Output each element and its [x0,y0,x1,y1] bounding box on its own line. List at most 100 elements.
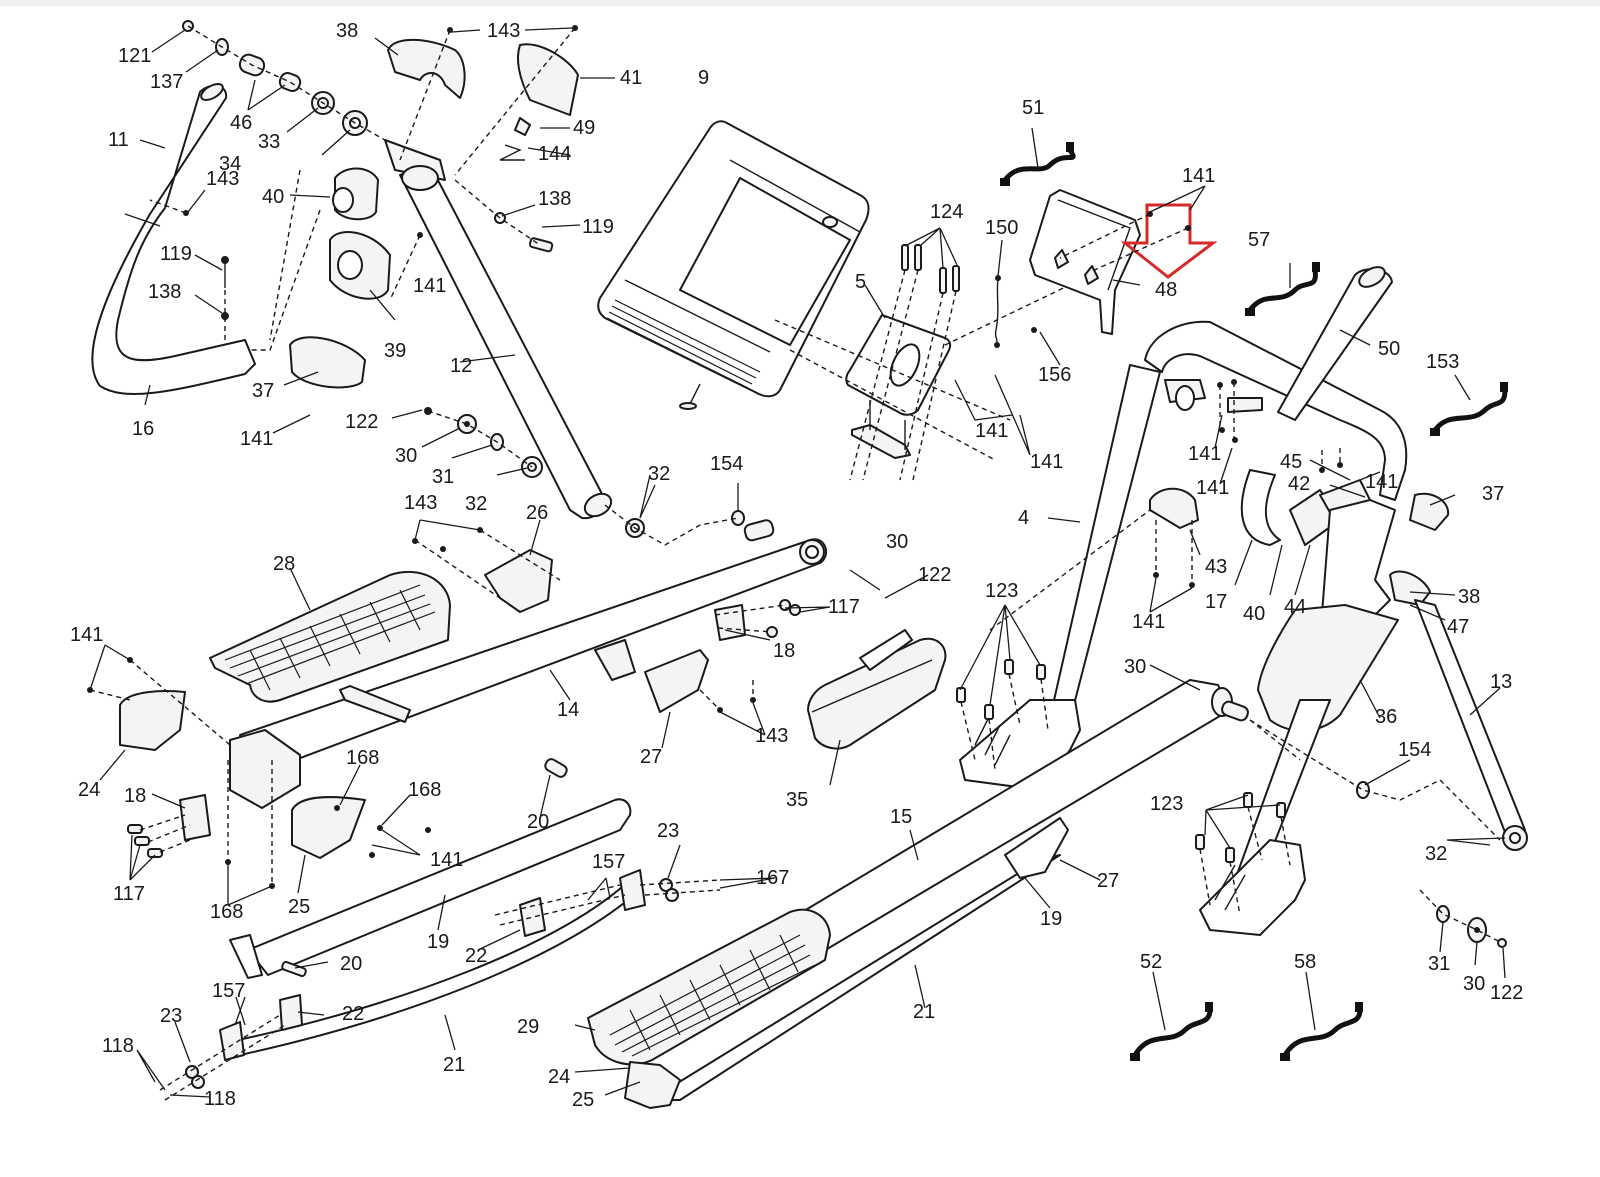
label-47: 47 [1447,616,1469,638]
label-124: 124 [930,201,963,223]
label-42: 42 [1288,473,1310,495]
label-40: 40 [1243,603,1265,625]
screws-123 [956,659,1291,916]
label-137: 137 [150,71,183,93]
label-38: 38 [1458,586,1480,608]
console-9[interactable] [597,120,870,410]
label-30: 30 [1124,656,1146,678]
label-118: 118 [204,1088,236,1110]
rear-leg-13[interactable] [1199,599,1528,936]
pedal-arm-21-right[interactable] [587,817,1069,1109]
label-119: 119 [160,243,192,265]
label-11: 11 [108,129,129,151]
cable-51[interactable] [1000,142,1076,186]
label-31: 31 [1428,953,1450,975]
label-123: 123 [985,580,1018,602]
label-21: 21 [913,1001,935,1023]
leader-lines [89,27,1506,1098]
label-138: 138 [148,281,181,303]
pedal-28-left[interactable] [209,570,451,723]
label-157: 157 [212,980,245,1002]
cable-57[interactable] [1245,262,1320,316]
label-122: 122 [918,564,951,586]
screws-141-upright [989,379,1343,631]
pivot-hardware-lower [424,407,745,546]
label-19: 19 [427,931,449,953]
label-40: 40 [262,186,284,208]
label-141: 141 [1132,611,1165,633]
label-15: 15 [890,806,912,828]
label-141: 141 [70,624,103,646]
label-22: 22 [465,945,487,967]
label-167: 167 [756,867,789,889]
label-143: 143 [487,20,520,42]
label-144: 144 [538,143,571,165]
wire-150 [944,275,1081,348]
label-45: 45 [1280,451,1302,473]
label-44: 44 [1284,596,1306,618]
label-46: 46 [230,112,252,134]
label-168: 168 [408,779,441,801]
label-117: 117 [828,596,860,618]
pivot-hardware-lower-right [1249,719,1507,948]
label-25: 25 [572,1089,594,1111]
label-24: 24 [548,1066,570,1088]
label-57: 57 [1248,229,1270,251]
upright-handlebar-50[interactable] [1277,263,1393,421]
pedal-arm-19-left[interactable] [229,757,641,1056]
label-141: 141 [1196,477,1229,499]
label-30: 30 [886,531,908,553]
label-30: 30 [395,445,417,467]
label-33: 33 [258,131,280,153]
label-36: 36 [1375,706,1397,728]
label-121: 121 [118,45,151,67]
highlight-arrow [1120,203,1218,279]
label-168: 168 [210,901,243,923]
label-31: 31 [432,466,454,488]
label-16: 16 [132,418,154,440]
label-29: 29 [517,1016,539,1038]
label-20: 20 [340,953,362,975]
label-5: 5 [855,271,866,293]
pivot-hardware-upper-left [149,20,386,345]
label-154: 154 [1398,739,1431,761]
part-labels: 121 137 38 143 41 9 46 33 11 49 34 144 1… [70,20,1523,1111]
cable-153[interactable] [1430,382,1508,436]
label-49: 49 [573,117,595,139]
label-51: 51 [1022,97,1044,119]
label-28: 28 [273,553,295,575]
label-138: 138 [538,188,571,210]
cover-35[interactable] [807,629,947,750]
label-141: 141 [1365,471,1398,493]
label-150: 150 [985,217,1018,239]
brackets-left[interactable] [119,549,746,859]
label-9: 9 [698,67,709,89]
label-19: 19 [1040,908,1062,930]
label-143: 143 [404,492,437,514]
label-24: 24 [78,779,100,801]
cable-58[interactable] [1280,1002,1363,1061]
label-48-highlighted: 48 [1155,279,1177,301]
right-pivot-assembly[interactable] [1149,469,1450,732]
label-157: 157 [592,851,625,873]
console-bracket-5[interactable] [774,244,1011,481]
label-141: 141 [1182,165,1215,187]
pedal-grate-left [224,584,436,691]
label-52: 52 [1140,951,1162,973]
label-32: 32 [648,463,670,485]
handlebar-arm[interactable] [91,81,256,395]
label-119: 119 [582,216,614,238]
label-20: 20 [527,811,549,833]
cable-52[interactable] [1130,1002,1213,1061]
label-37: 37 [1482,483,1504,505]
upper-arm-12[interactable] [384,25,615,521]
label-122: 122 [345,411,378,433]
label-27: 27 [1097,870,1119,892]
top-bar [0,0,1600,6]
label-27: 27 [640,746,662,768]
label-118: 118 [102,1035,134,1057]
label-41: 41 [620,67,642,89]
pivot-covers[interactable] [250,38,579,389]
label-22: 22 [342,1003,364,1025]
shroud-48[interactable] [1029,189,1141,335]
